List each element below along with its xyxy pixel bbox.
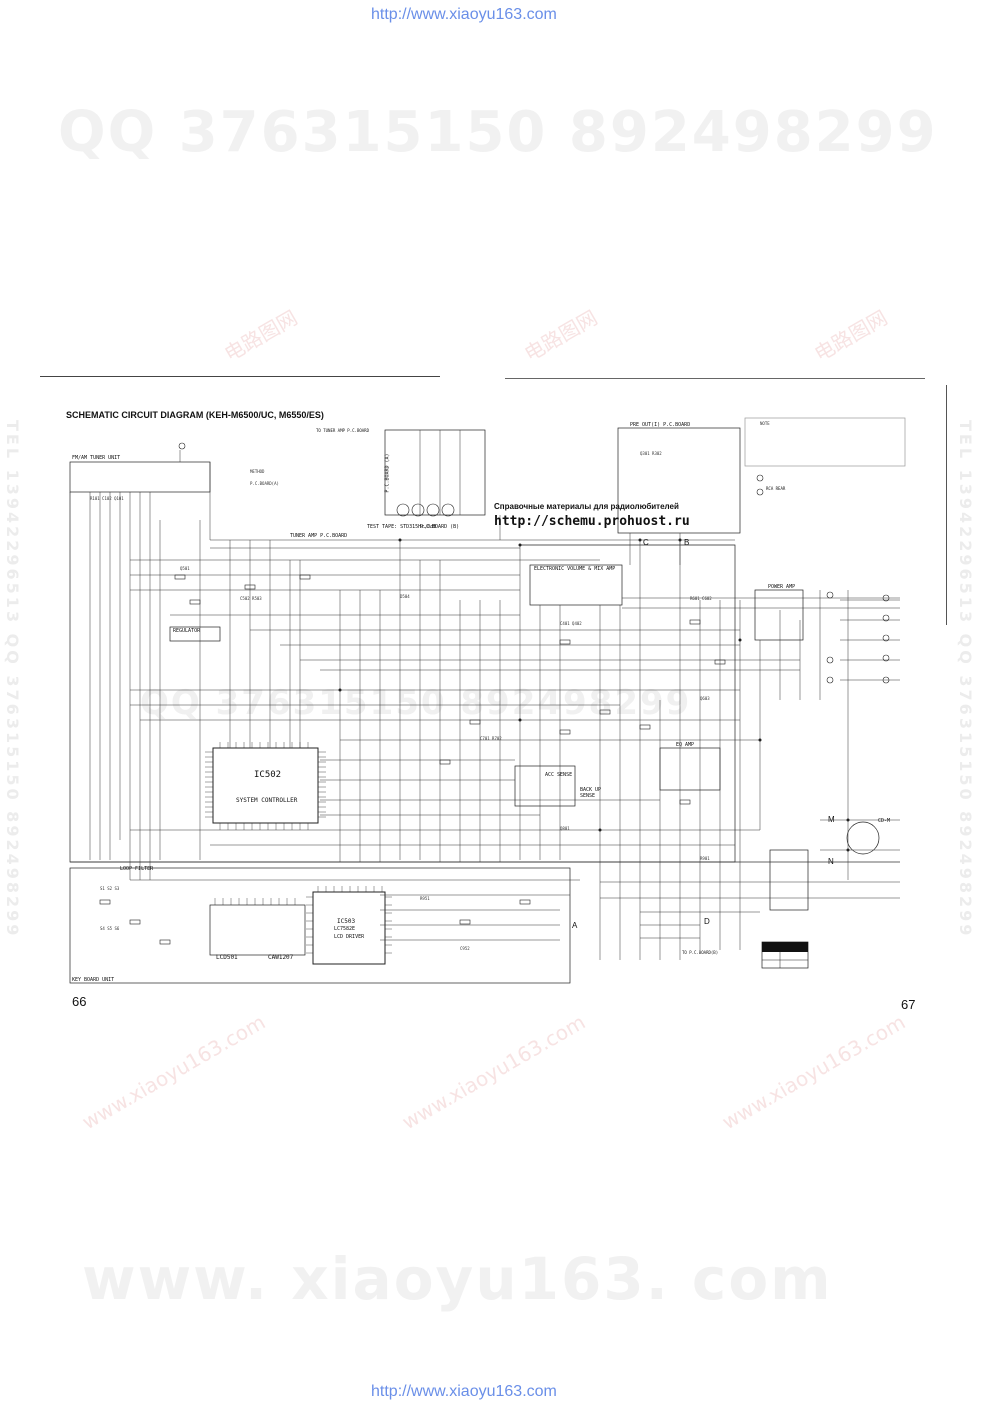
ic503-sub-label: LCD DRIVER [334,934,365,940]
lower-right-panel [769,849,809,911]
acc-sense-label: ACC SENSE [545,772,573,778]
tuner-amp-board-label: TUNER AMP P.C.BOARD [290,533,348,539]
ic502-sub-label: SYSTEM CONTROLLER [236,797,298,804]
tuner-pc-top-label: TO TUNER AMP P.C.BOARD [316,428,369,433]
connector-letter-n: N [828,857,834,866]
header-url-link[interactable]: http://www.xiaoyu163.com [371,6,557,23]
pre-out-board-label: PRE OUT(I) P.C.BOARD [630,422,691,428]
svg-text:S4 S5 S6: S4 S5 S6 [100,926,120,931]
svg-text:S1 S2 S3: S1 S2 S3 [100,886,120,891]
page-number-right: 67 [901,997,916,1012]
connector-letter-d: D [704,917,710,926]
pc-board-a-label: P.C.BOARD (A) [384,453,391,493]
cd-m-connector [846,821,880,855]
lcd-part-label: CAW1207 [268,954,294,961]
rca-rear-label: RCA REAR [766,486,786,491]
svg-text:C701 R702: C701 R702 [480,736,502,741]
svg-text:Q501: Q501 [180,566,190,571]
top-rule-right [505,378,925,379]
loop-filter-label: LOOP FILTER [120,866,154,872]
svg-text:NOTE: NOTE [760,421,770,426]
connector-letter-a: A [572,921,578,930]
tuner-unit-box [69,461,211,493]
ic502-box [212,747,319,824]
ic503-box [312,891,386,965]
top-rule-left [40,376,440,377]
connector-letter-b: B [684,538,690,547]
note-box [744,417,906,467]
svg-text:R601 C602: R601 C602 [690,596,712,601]
svg-text:P.C.BOARD(A): P.C.BOARD(A) [250,481,279,486]
tuner-unit-label: FM/AM TUNER UNIT [72,455,121,461]
svg-text:C952: C952 [460,946,470,951]
regulator-box [169,626,221,642]
schematic-title: SCHEMATIC CIRCUIT DIAGRAM (KEH-M6500/UC,… [66,410,324,420]
connector-letter-c: C [643,538,649,547]
qq-watermark: QQ 376315150 892498299 [58,100,938,165]
lcd-label: LCD501 [216,954,238,961]
eq-amp-label: EQ AMP [676,742,695,748]
test-tape-label: TEST TAPE: STD315Hz,0dB [367,524,437,530]
pc-board-a-box [384,429,486,516]
svg-text:METHOD: METHOD [250,469,265,474]
svg-text:Q801: Q801 [560,826,570,831]
main-board-outline [69,492,736,863]
power-amp-label: POWER AMP [768,584,796,590]
power-amp-box [754,589,804,641]
page-number-left: 66 [72,994,87,1009]
acc-sense-box [514,765,576,807]
qq-watermark-mid: QQ 376315150 892498299 [140,683,692,723]
key-board-label: KEY BOARD UNIT [72,977,115,983]
lcd-box [209,904,306,956]
svg-text:R101 C102 Q101: R101 C102 Q101 [90,496,124,501]
svg-text:D504: D504 [400,594,410,599]
pre-out-board-box [617,427,741,534]
svg-text:C401 Q402: C401 Q402 [560,621,582,626]
to-pc-board-label: TO P.C.BOARD(B) [682,950,719,955]
right-edge-rule [946,385,947,625]
svg-text:Q301 R302: Q301 R302 [640,451,662,456]
electronic-volume-label: ELECTRONIC VOLUME & MIX AMP [534,566,616,572]
ic503-label: IC503 [337,918,356,925]
connector-letter-m: M [828,815,835,824]
svg-text:C502 R503: C502 R503 [240,596,262,601]
ic502-label: IC502 [254,770,282,780]
key-board-box [69,867,571,984]
russian-note: Справочные материалы для радиолюбителей [494,502,679,511]
electronic-volume-box [529,564,623,606]
footer-url-link[interactable]: http://www.xiaoyu163.com [371,1383,557,1400]
site-watermark: www. xiaoyu163. com [82,1245,833,1313]
backup-sense-label: BACK UP SENSE [580,787,602,799]
ic503-part-label: LC7582E [334,926,356,932]
russian-url[interactable]: http://schemu.prohuost.ru [494,514,690,529]
regulator-label: REGULATOR [173,628,201,634]
eq-amp-box [659,747,721,791]
svg-text:R901: R901 [700,856,710,861]
pc-board-b-label: P.C.BOARD (B) [420,524,460,530]
cd-m-label: CD-M [878,818,891,824]
svg-text:R951: R951 [420,896,430,901]
svg-text:Q603: Q603 [700,696,710,701]
